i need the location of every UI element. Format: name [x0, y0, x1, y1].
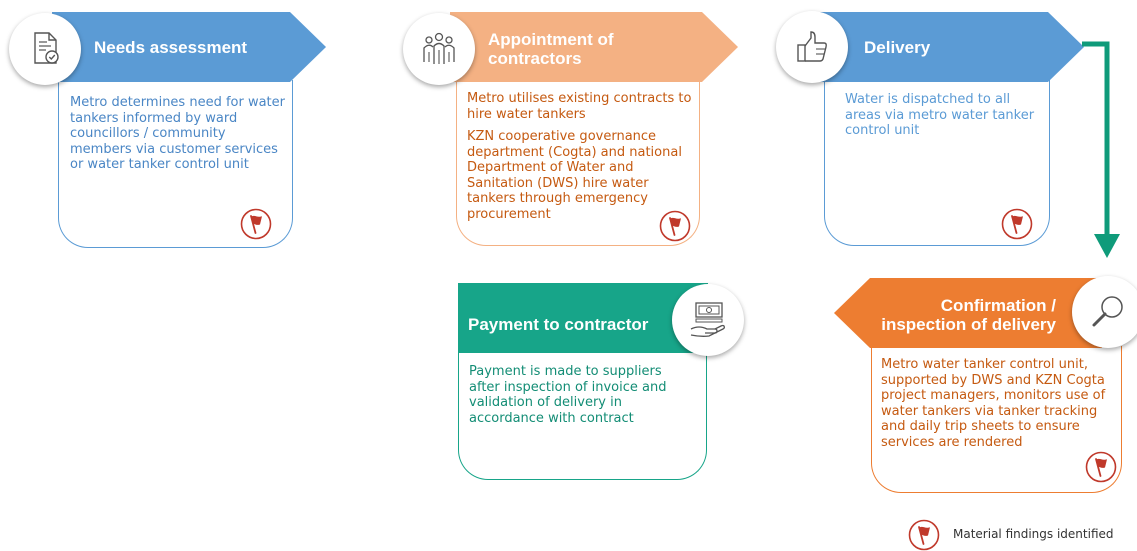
document-check-icon: [34, 32, 59, 64]
appointment-banner: [450, 12, 738, 82]
appointment-red-flag-icon: [659, 210, 691, 242]
appointment-text-2: KZN cooperative governance department (C…: [467, 129, 682, 222]
delivery-red-flag-icon: [1001, 208, 1033, 240]
payment-title: Payment to contractor: [468, 315, 649, 334]
needs-assessment-text: Metro determines need for water tankers …: [70, 95, 286, 172]
appointment-icon-circle: [403, 13, 475, 85]
confirmation-banner: [834, 278, 1102, 348]
legend-red-flag-icon: [908, 519, 940, 551]
delivery-banner: [818, 12, 1084, 82]
confirmation-card: [871, 346, 1122, 493]
people-group-icon: [423, 32, 455, 64]
needs-red-flag-icon: [240, 208, 272, 240]
thumbs-up-icon: [797, 31, 827, 62]
confirmation-text: Metro water tanker control unit, support…: [881, 357, 1106, 450]
confirmation-icon-circle: [1072, 276, 1137, 348]
payment-text: Payment is made to suppliers after inspe…: [469, 364, 667, 426]
payment-card: [458, 352, 707, 480]
cash-hand-icon: [690, 302, 725, 337]
delivery-text: Water is dispatched to all areas via met…: [845, 92, 1035, 138]
appointment-title: Appointment of contractors: [488, 30, 614, 68]
confirmation-title: Confirmation / inspection of delivery: [881, 296, 1056, 334]
confirmation-red-flag-icon: [1085, 451, 1117, 483]
payment-icon-circle: [672, 284, 744, 356]
delivery-title: Delivery: [864, 38, 931, 57]
needs-assessment-banner: [52, 12, 326, 82]
needs-assessment-icon-circle: [9, 13, 81, 85]
delivery-to-confirmation-connector: [1082, 41, 1120, 258]
appointment-text: Metro utilises existing contracts to hir…: [467, 91, 699, 229]
payment-banner: [458, 283, 708, 353]
legend-label: Material findings identified: [953, 527, 1114, 541]
magnifier-icon: [1092, 296, 1123, 327]
needs-assessment-title: Needs assessment: [94, 38, 248, 57]
delivery-icon-circle: [776, 11, 848, 83]
appointment-card: [456, 80, 700, 246]
appointment-text-1: Metro utilises existing contracts to hir…: [467, 91, 692, 122]
